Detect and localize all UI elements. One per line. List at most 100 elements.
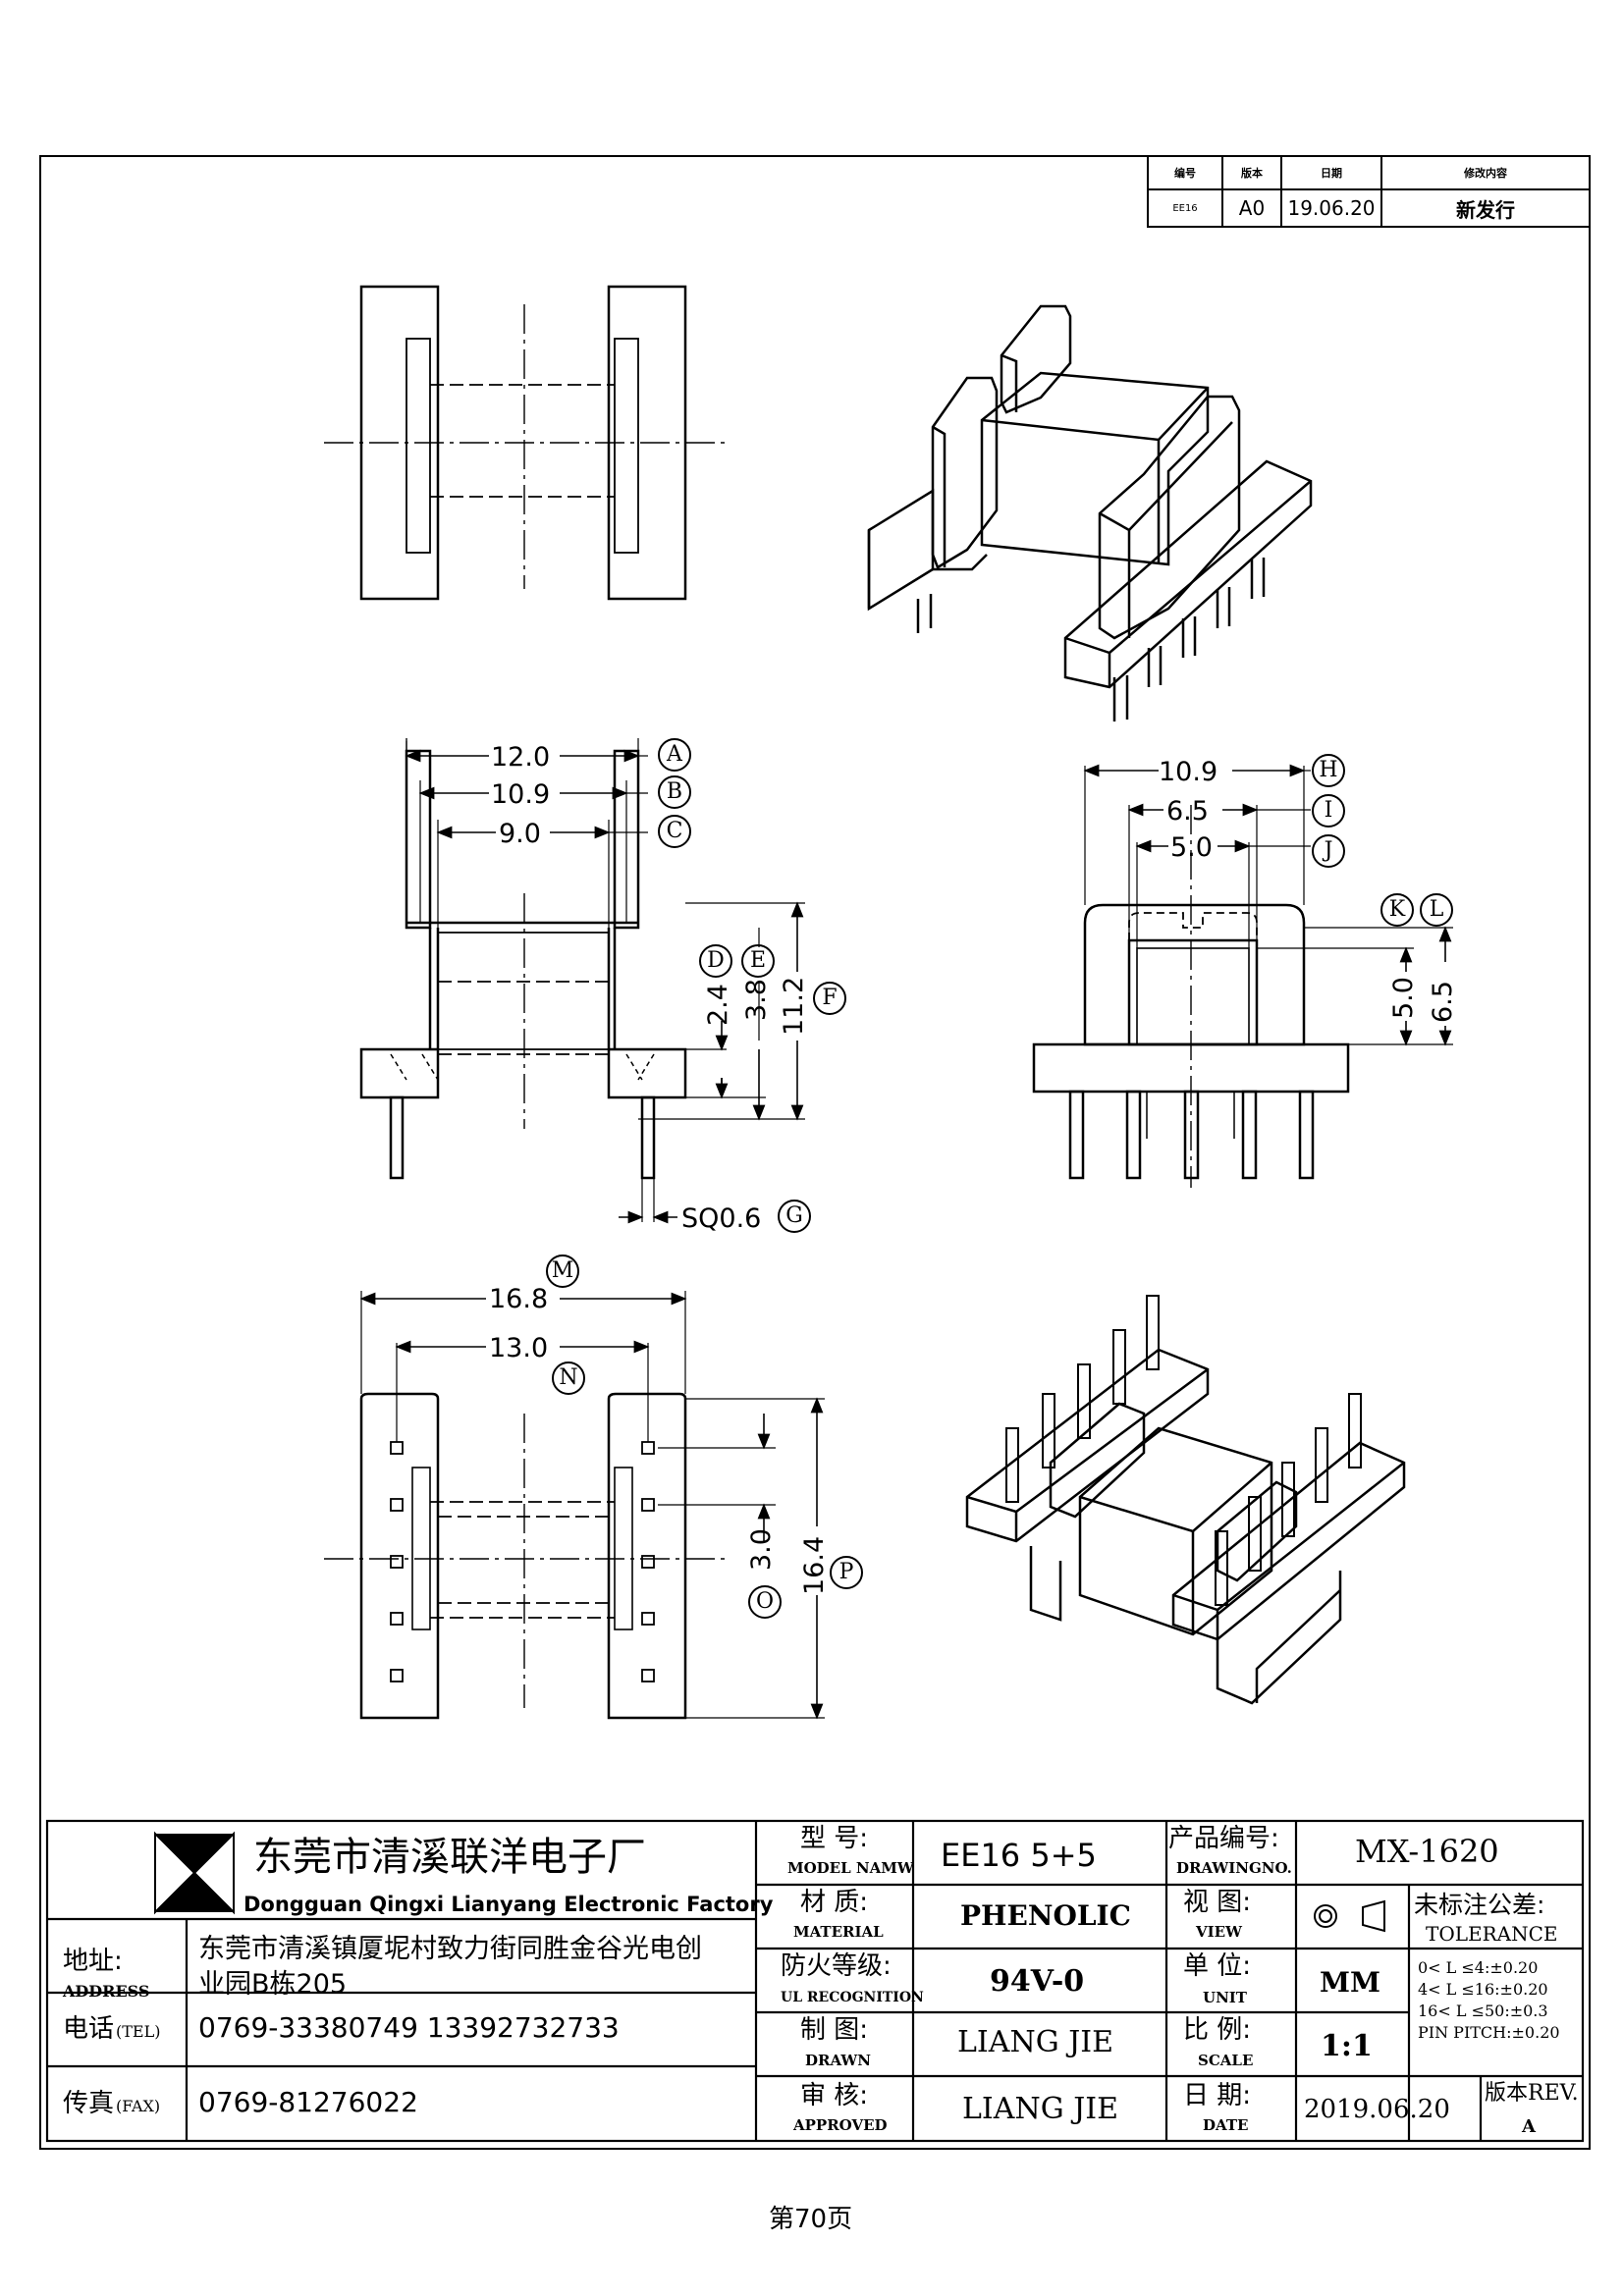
- tel-value: 0769-33380749 13392732733: [198, 2011, 620, 2044]
- model-value: EE16 5+5: [941, 1837, 1097, 1874]
- dim-a: 12.0: [491, 742, 551, 773]
- material-label: 材 质:: [800, 1888, 869, 1917]
- model-label-en: MODEL NAMW: [787, 1859, 914, 1877]
- top-view: [324, 285, 727, 601]
- unit-label: 单 位:: [1183, 1951, 1252, 1981]
- tolerance-en: TOLERANCE: [1426, 1922, 1558, 1946]
- callout-p: P: [830, 1556, 863, 1589]
- drawing-no-label: 产品编号:: [1168, 1824, 1279, 1853]
- drawing-frame: [39, 155, 1591, 2150]
- page-number: 第70页: [769, 2205, 853, 2234]
- bottom-view: [324, 1291, 825, 1720]
- rev-header-content: 修改内容: [1380, 155, 1591, 190]
- dim-l: 6.5: [1428, 981, 1458, 1023]
- ul-label: 防火等级:: [781, 1951, 892, 1981]
- scale-label: 比 例:: [1183, 2015, 1252, 2045]
- rev-label: 版本REV.: [1485, 2081, 1579, 2106]
- dim-d: 2.4: [703, 984, 733, 1026]
- dim-m: 16.8: [489, 1284, 549, 1314]
- company-logo: [154, 1831, 235, 1915]
- tolerance-line3: 16< L ≤50:±0.3: [1418, 2002, 1548, 2020]
- isometric-view-bottom: [965, 1295, 1406, 1705]
- material-label-en: MATERIAL: [793, 1923, 884, 1941]
- dim-e: 3.8: [741, 979, 772, 1021]
- address-line1: 东莞市清溪镇厦坭村致力街同胜金谷光电创: [198, 1934, 702, 1964]
- dim-f: 11.2: [779, 976, 809, 1036]
- callout-c: C: [658, 815, 691, 848]
- date-value: 2019.06.20: [1304, 2095, 1450, 2124]
- dim-j: 5.0: [1170, 832, 1213, 863]
- approved-value: LIANG JIE: [962, 2092, 1118, 2126]
- drawn-label: 制 图:: [800, 2015, 869, 2045]
- dim-k: 5.0: [1388, 977, 1419, 1019]
- drawn-label-en: DRAWN: [805, 2052, 871, 2069]
- rev-cell-no: EE16: [1147, 188, 1223, 228]
- rev-value: A: [1522, 2116, 1536, 2137]
- fax-value: 0769-81276022: [198, 2086, 418, 2118]
- callout-h: H: [1312, 754, 1345, 787]
- callout-m: M: [546, 1255, 579, 1288]
- tolerance-line2: 4< L ≤16:±0.20: [1418, 1980, 1548, 1999]
- rev-cell-version: A0: [1221, 188, 1282, 228]
- fax-label: 传真: [63, 2089, 115, 2118]
- view-label: 视 图:: [1183, 1888, 1252, 1917]
- dim-n: 13.0: [489, 1333, 549, 1363]
- rev-cell-content: 新发行: [1380, 188, 1591, 228]
- dim-g: SQ0.6: [681, 1203, 762, 1234]
- drawn-value: LIANG JIE: [957, 2025, 1113, 2059]
- callout-k: K: [1380, 893, 1414, 927]
- company-name-en: Dongguan Qingxi Lianyang Electronic Fact…: [243, 1893, 774, 1916]
- address-label-en: ADDRESS: [63, 1982, 150, 2001]
- callout-d: D: [699, 944, 732, 978]
- tolerance-line1: 0< L ≤4:±0.20: [1418, 1958, 1539, 1977]
- callout-j: J: [1312, 834, 1345, 868]
- dim-p: 16.4: [799, 1535, 830, 1595]
- ul-value: 94V-0: [990, 1964, 1085, 1999]
- callout-n: N: [552, 1362, 585, 1395]
- scale-label-en: SCALE: [1198, 2052, 1254, 2069]
- callout-o: O: [748, 1585, 782, 1619]
- date-label: 日 期:: [1183, 2081, 1252, 2110]
- rev-cell-date: 19.06.20: [1280, 188, 1382, 228]
- revision-table: 编号 版本 日期 修改内容 EE16 A0 19.06.20 新发行: [1147, 155, 1591, 228]
- unit-value: MM: [1320, 1966, 1380, 1999]
- dim-o: 3.0: [746, 1528, 777, 1571]
- rev-header-date: 日期: [1280, 155, 1382, 190]
- dim-i: 6.5: [1166, 796, 1209, 827]
- approved-label-en: APPROVED: [793, 2116, 888, 2134]
- dim-c: 9.0: [499, 819, 541, 849]
- approved-label: 审 核:: [800, 2081, 869, 2110]
- fax-label-en: (FAX): [116, 2097, 161, 2115]
- dim-h: 10.9: [1159, 757, 1218, 787]
- callout-a: A: [658, 738, 691, 772]
- isometric-view-top: [867, 304, 1313, 721]
- model-label: 型 号:: [800, 1824, 869, 1853]
- callout-l: L: [1420, 893, 1453, 927]
- side-view: [359, 738, 805, 1224]
- tel-label-en: (TEL): [116, 2022, 161, 2041]
- view-label-en: VIEW: [1196, 1923, 1242, 1941]
- material-value: PHENOLIC: [960, 1899, 1131, 1932]
- title-block-lines: [45, 1819, 1585, 2143]
- unit-label-en: UNIT: [1203, 1989, 1247, 2006]
- tolerance-title: 未标注公差:: [1414, 1891, 1545, 1919]
- date-label-en: DATE: [1203, 2116, 1249, 2134]
- dim-b: 10.9: [491, 779, 551, 810]
- address-label: 地址:: [63, 1947, 123, 1976]
- front-view: [1032, 764, 1453, 1188]
- projection-symbol: [1314, 1899, 1385, 1933]
- scale-value: 1:1: [1321, 2029, 1373, 2063]
- callout-i: I: [1312, 794, 1345, 828]
- callout-e: E: [741, 944, 775, 978]
- ul-label-en: UL RECOGNITION: [781, 1990, 924, 2005]
- tolerance-line4: PIN PITCH:±0.20: [1418, 2023, 1560, 2042]
- company-name-cn: 东莞市清溪联洋电子厂: [253, 1835, 646, 1880]
- callout-b: B: [658, 775, 691, 809]
- rev-header-no: 编号: [1147, 155, 1223, 190]
- address-line2: 业园B栋205: [198, 1969, 348, 2000]
- drawing-no-label-en: DRAWINGNO.: [1176, 1859, 1292, 1877]
- rev-header-version: 版本: [1221, 155, 1282, 190]
- callout-f: F: [813, 982, 846, 1015]
- tel-label: 电话: [63, 2014, 115, 2044]
